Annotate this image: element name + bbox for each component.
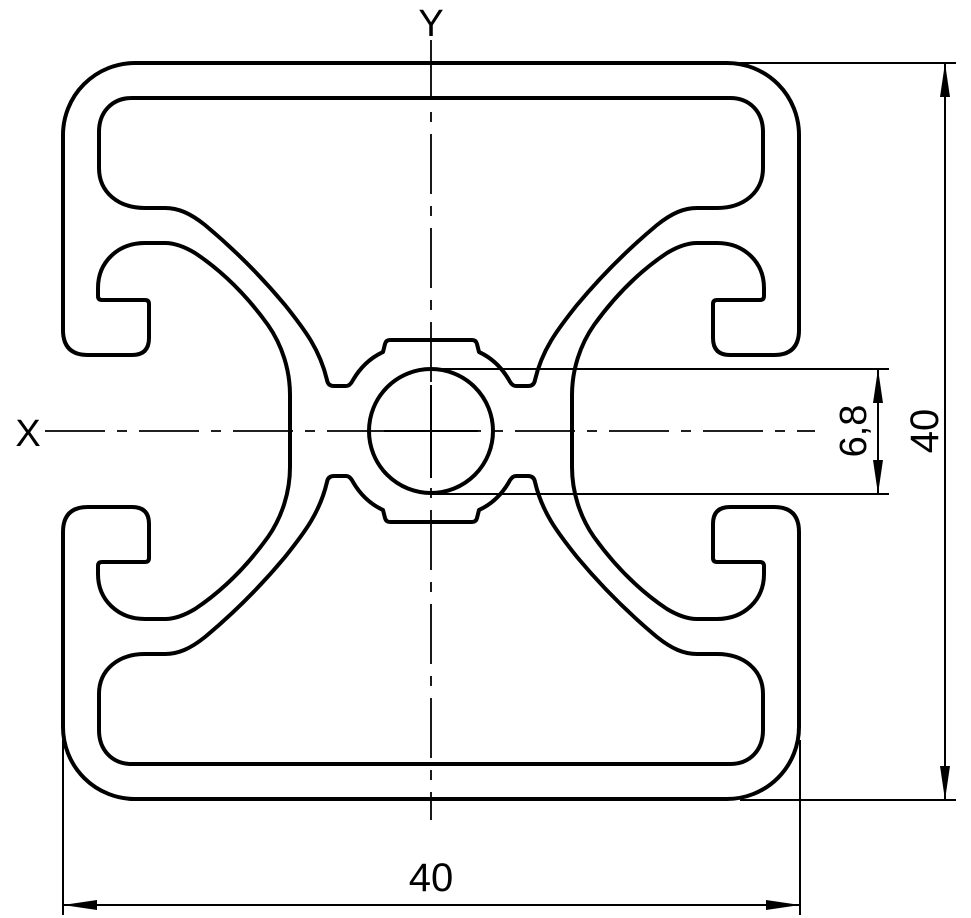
arrowhead	[766, 900, 800, 910]
arrowhead	[873, 369, 883, 403]
height-dimension-label: 40	[903, 409, 947, 454]
arrowhead	[940, 63, 950, 97]
arrowhead	[940, 766, 950, 800]
arrowhead	[63, 900, 97, 910]
arrowhead	[873, 460, 883, 494]
y-axis-label: Y	[418, 3, 443, 45]
x-axis-label: X	[15, 413, 40, 455]
width-dimension-label: 40	[409, 856, 454, 900]
hole-dimension-label: 6,8	[833, 405, 875, 458]
